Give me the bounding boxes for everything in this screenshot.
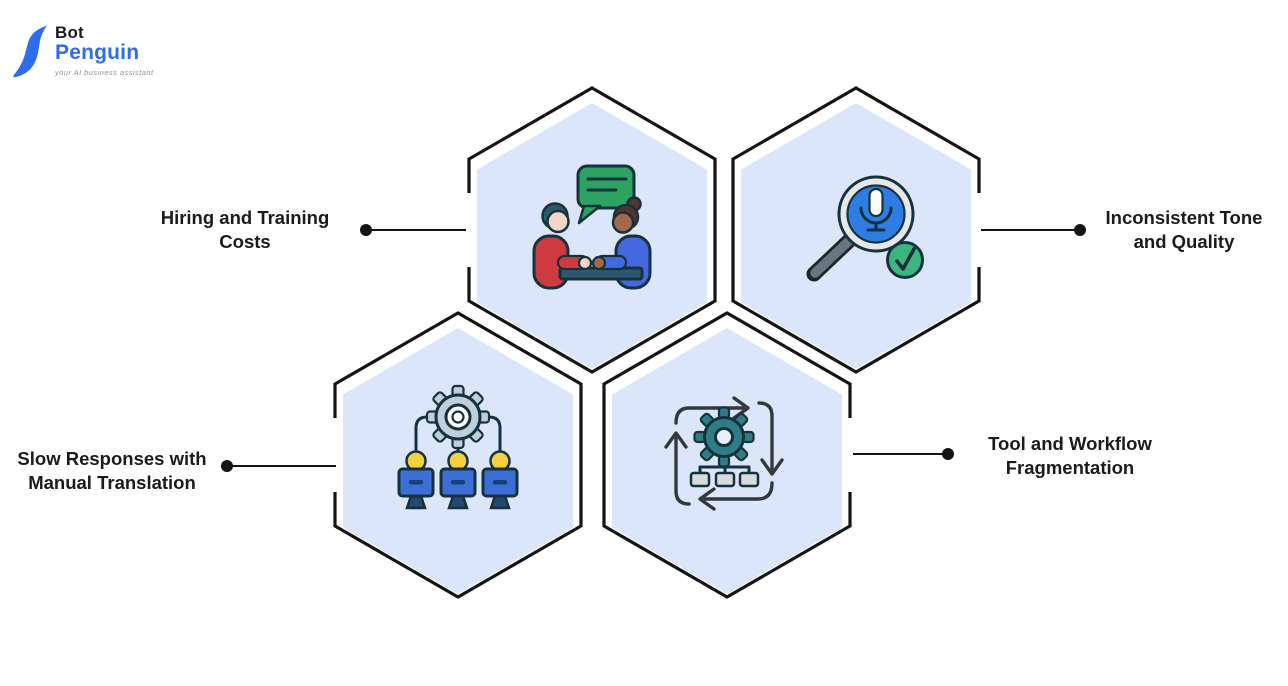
- connector-dot-tone-quality: [1074, 224, 1086, 236]
- team-workstations-icon: [397, 384, 519, 510]
- label-line: Hiring and Training: [160, 207, 330, 228]
- workstation-user: [481, 450, 519, 510]
- penguin-icon: [13, 25, 48, 78]
- label-line: and Quality: [1133, 231, 1235, 252]
- hexagon-fragmentation: [602, 311, 852, 599]
- label-hiring-costs: Hiring and Training Costs: [125, 206, 365, 254]
- conversation-icon: [532, 164, 652, 290]
- label-fragmentation: Tool and Workflow Fragmentation: [950, 432, 1190, 480]
- botpenguin-logo: Bot Penguin your AI business assistant: [12, 24, 154, 80]
- logo-text: Bot Penguin your AI business assistant: [55, 24, 154, 77]
- voice-search-check-icon: [806, 175, 924, 282]
- label-line: Inconsistent Tone: [1105, 207, 1263, 228]
- cycle-arrows-icon: [664, 396, 784, 511]
- connector-dot-hiring-costs: [359, 224, 372, 236]
- hexagon-hiring-costs: [467, 86, 717, 374]
- label-slow-responses: Slow Responses with Manual Translation: [0, 447, 224, 495]
- logo-bot-text: Bot: [55, 23, 84, 42]
- label-line: Slow Responses with: [17, 448, 207, 469]
- connector-dot-slow-responses: [221, 460, 233, 472]
- workstation-user: [439, 450, 477, 510]
- label-line: Tool and Workflow: [988, 433, 1152, 454]
- workstation-user: [397, 450, 435, 510]
- label-line: Manual Translation: [28, 472, 196, 493]
- hexagon-slow-responses: [333, 311, 583, 599]
- logo-penguin-text: Penguin: [55, 41, 140, 64]
- gear-icon: [693, 406, 755, 468]
- connector-line-tone-quality: [981, 228, 1080, 232]
- logo-tagline: your AI business assistant: [55, 68, 154, 77]
- workflow-cycle-icon: [664, 396, 784, 511]
- connector-line-fragmentation: [853, 452, 948, 456]
- hexagon-tone-quality: [731, 86, 981, 374]
- gear-icon: [425, 384, 491, 450]
- label-tone-quality: Inconsistent Tone and Quality: [1062, 206, 1288, 254]
- connector-line-hiring-costs: [365, 228, 466, 232]
- label-line: Costs: [219, 231, 271, 252]
- label-line: Fragmentation: [1005, 457, 1135, 478]
- connector-dot-fragmentation: [942, 448, 954, 460]
- connector-line-slow-responses: [227, 464, 336, 468]
